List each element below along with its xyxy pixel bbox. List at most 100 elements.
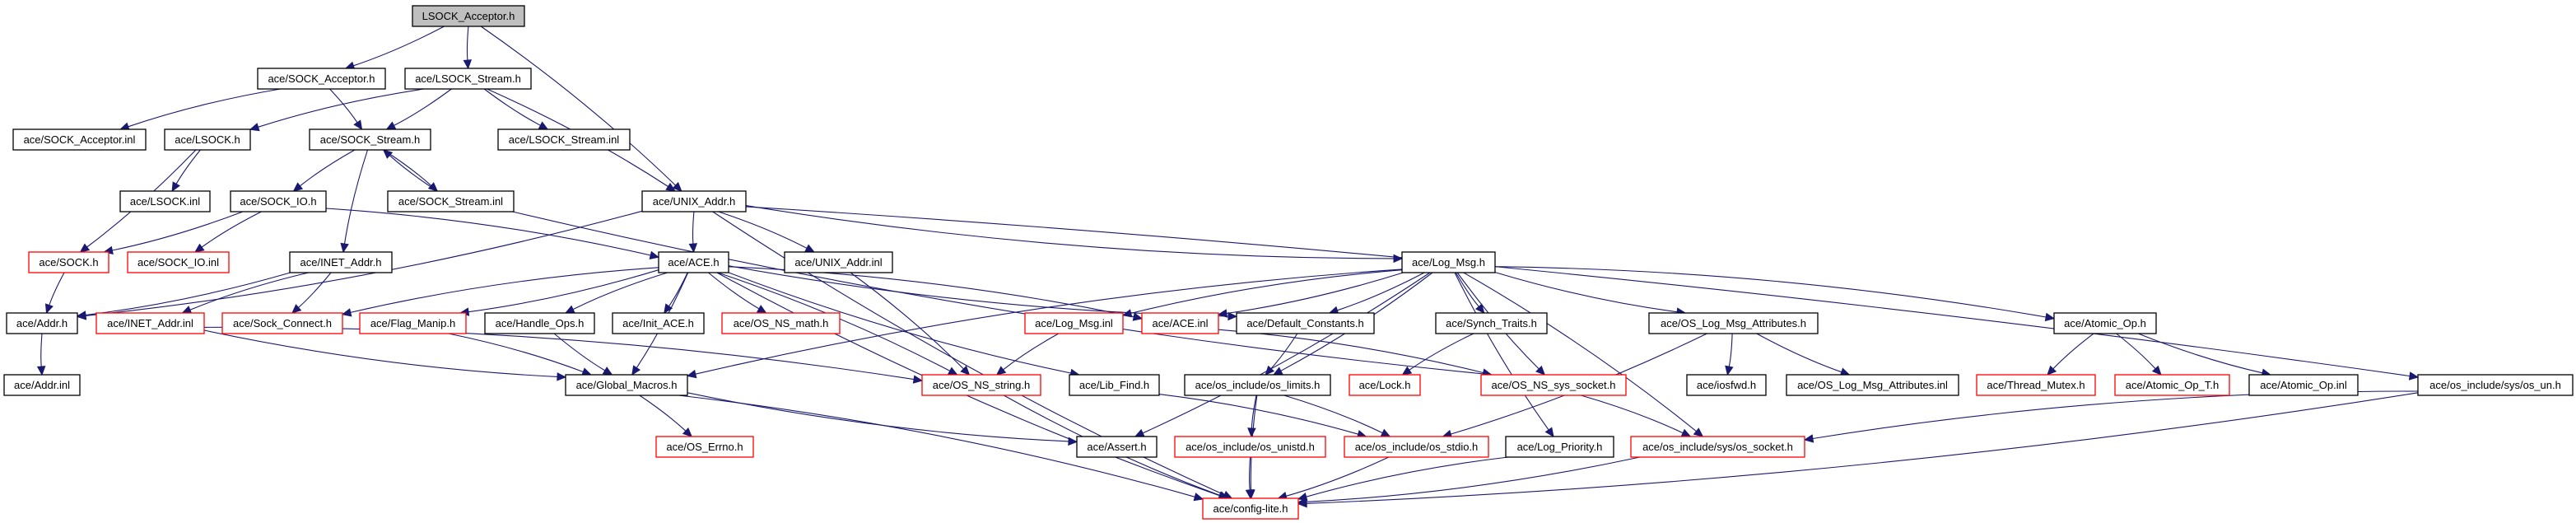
node-os-limits-h[interactable]: ace/os_include/os_limits.h [1184,374,1331,396]
node-sock-acceptor-h[interactable]: ace/SOCK_Acceptor.h [257,68,386,90]
edge-line [329,88,358,124]
node-lib-find-h[interactable]: ace/Lib_Find.h [1069,374,1160,396]
node-sock-stream-inl[interactable]: ace/SOCK_Stream.inl [387,190,515,212]
node-box [12,128,147,151]
node-sock-io-h[interactable]: ace/SOCK_IO.h [230,190,327,212]
node-os-ns-string-h[interactable]: ace/OS_NS_string.h [921,374,1041,396]
node-lock-h[interactable]: ace/Lock.h [1349,374,1421,396]
edge-os_socket_h-to-config_lite_h [1297,456,1641,507]
node-iosfwd-h[interactable]: ace/iosfwd.h [1686,374,1767,396]
arrowhead-icon [353,119,363,131]
edge-line [1251,395,1257,429]
node-box [1076,436,1158,458]
arrowhead-icon [804,244,815,253]
node-global-macros-h[interactable]: ace/Global_Macros.h [565,374,688,396]
node-label: ace/Assert.h [1087,441,1146,453]
node-box [497,128,631,151]
arrowhead-icon [1297,499,1307,508]
node-lsock-inl[interactable]: ace/LSOCK.inl [119,190,211,212]
node-os-ns-sys-socket-h[interactable]: ace/OS_NS_sys_socket.h [1480,374,1627,396]
edge-line [389,155,438,192]
node-inet-addr-h[interactable]: ace/INET_Addr.h [289,251,393,273]
node-sock-io-inl[interactable]: ace/SOCK_IO.inl [127,251,230,273]
node-box [658,251,729,273]
node-os-log-msg-attributes-inl[interactable]: ace/OS_Log_Msg_Attributes.inl [1786,374,1959,396]
node-os-errno-h[interactable]: ace/OS_Errno.h [655,436,754,458]
edge-line [1158,394,1358,435]
edge-line [553,333,606,371]
arrowhead-icon [665,182,677,192]
edge-line [353,26,445,67]
edge-sock_acceptor_h-to-sock_acceptor_inl [119,88,281,131]
node-init-ace-h[interactable]: ace/Init_ACE.h [612,312,705,334]
node-assert-h[interactable]: ace/Assert.h [1076,436,1158,458]
node-log-msg-h[interactable]: ace/Log_Msg.h [1401,251,1496,273]
node-log-priority-h[interactable]: ace/Log_Priority.h [1505,436,1614,458]
node-os-un-h[interactable]: ace/os_include/sys/os_un.h [2417,374,2574,396]
edge-atomic_op_h-to-thread_mutex_h [2047,333,2094,376]
node-sock-stream-h[interactable]: ace/SOCK_Stream.h [309,128,431,151]
node-config-lite-h[interactable]: ace/config-lite.h [1202,497,1299,520]
node-box [1976,374,2096,396]
node-sock-h[interactable]: ace/SOCK.h [28,251,109,273]
node-lsock-stream-inl[interactable]: ace/LSOCK_Stream.inl [497,128,631,151]
node-handle-ops-h[interactable]: ace/Handle_Ops.h [484,312,595,334]
node-ace-h[interactable]: ace/ACE.h [658,251,729,273]
node-inet-addr-inl[interactable]: ace/INET_Addr.inl [95,312,205,334]
node-box [655,436,754,458]
node-flag-manip-h[interactable]: ace/Flag_Manip.h [359,312,467,334]
arrowhead-icon [44,303,54,315]
node-unix-addr-inl[interactable]: ace/UNIX_Addr.inl [784,251,893,273]
node-label: ace/LSOCK.inl [130,195,200,208]
edge-inet_addr_h-to-sock_connect_h [291,272,332,314]
node-box [2114,374,2230,396]
node-label: ace/OS_Log_Msg_Attributes.inl [1797,379,1948,391]
node-addr-inl[interactable]: ace/Addr.inl [3,374,81,396]
node-atomic-op-inl[interactable]: ace/Atomic_Op.inl [2248,374,2359,396]
node-box [387,190,515,212]
node-unix-addr-h[interactable]: ace/UNIX_Addr.h [641,190,747,212]
node-box [641,190,747,212]
node-default-constants-h[interactable]: ace/Default_Constants.h [1236,312,1375,334]
node-box [119,190,211,212]
edge-line [85,210,643,316]
node-lsock-stream-h[interactable]: ace/LSOCK_Stream.h [404,68,532,90]
edge-lib_find_h-to-os_stdio_h [1158,394,1367,439]
arrowhead-icon [1725,365,1734,376]
arrowhead-icon [76,311,86,320]
node-os-log-msg-attributes-h[interactable]: ace/OS_Log_Msg_Attributes.h [1648,312,1819,334]
node-synch-traits-h[interactable]: ace/Synch_Traits.h [1435,312,1548,334]
edge-lsock_stream_h-to-sock_stream_h [385,88,452,130]
edge-log_msg_h-to-log_priority_h [1454,272,1554,437]
edge-line [298,272,332,308]
edge-log_priority_h-to-config_lite_h [1297,456,1508,502]
node-atomic-op-t-h[interactable]: ace/Atomic_Op_T.h [2114,374,2230,396]
node-os-stdio-h[interactable]: ace/os_include/os_stdio.h [1344,436,1489,458]
node-sock-connect-h[interactable]: ace/Sock_Connect.h [221,312,343,334]
edge-line [394,88,452,126]
edge-line [1283,395,1383,434]
node-label: ace/Log_Msg.h [1412,256,1485,269]
edge-line [1455,272,1479,307]
node-os-socket-h[interactable]: ace/os_include/sys/os_socket.h [1630,436,1805,458]
edge-line [1130,269,1403,314]
node-atomic-op-h[interactable]: ace/Atomic_Op.h [2053,312,2157,334]
node-thread-mutex-h[interactable]: ace/Thread_Mutex.h [1976,374,2096,396]
node-box [2053,312,2157,334]
node-os-unistd-h[interactable]: ace/os_include/os_unistd.h [1174,436,1326,458]
edge-os_limits_h-to-os_stdio_h [1283,395,1391,437]
edge-line [480,26,676,186]
node-log-msg-inl[interactable]: ace/Log_Msg.inl [1024,312,1124,334]
edge-unix_addr_h-to-os_un_h [745,206,2420,381]
arrowhead-icon [664,303,673,315]
node-ace-inl[interactable]: ace/ACE.inl [1141,312,1219,334]
node-os-ns-math-h[interactable]: ace/OS_NS_math.h [721,312,841,334]
node-addr-h[interactable]: ace/Addr.h [6,312,78,334]
node-sock-acceptor-inl[interactable]: ace/SOCK_Acceptor.inl [12,128,147,151]
node-label: ace/ACE.h [668,256,719,269]
edge-log_msg_h-to-log_msg_inl [1121,269,1403,318]
node-box [221,312,343,334]
arrowhead-icon [1121,309,1133,318]
edge-line [201,211,262,248]
node-lsock-h[interactable]: ace/LSOCK.h [164,128,251,151]
